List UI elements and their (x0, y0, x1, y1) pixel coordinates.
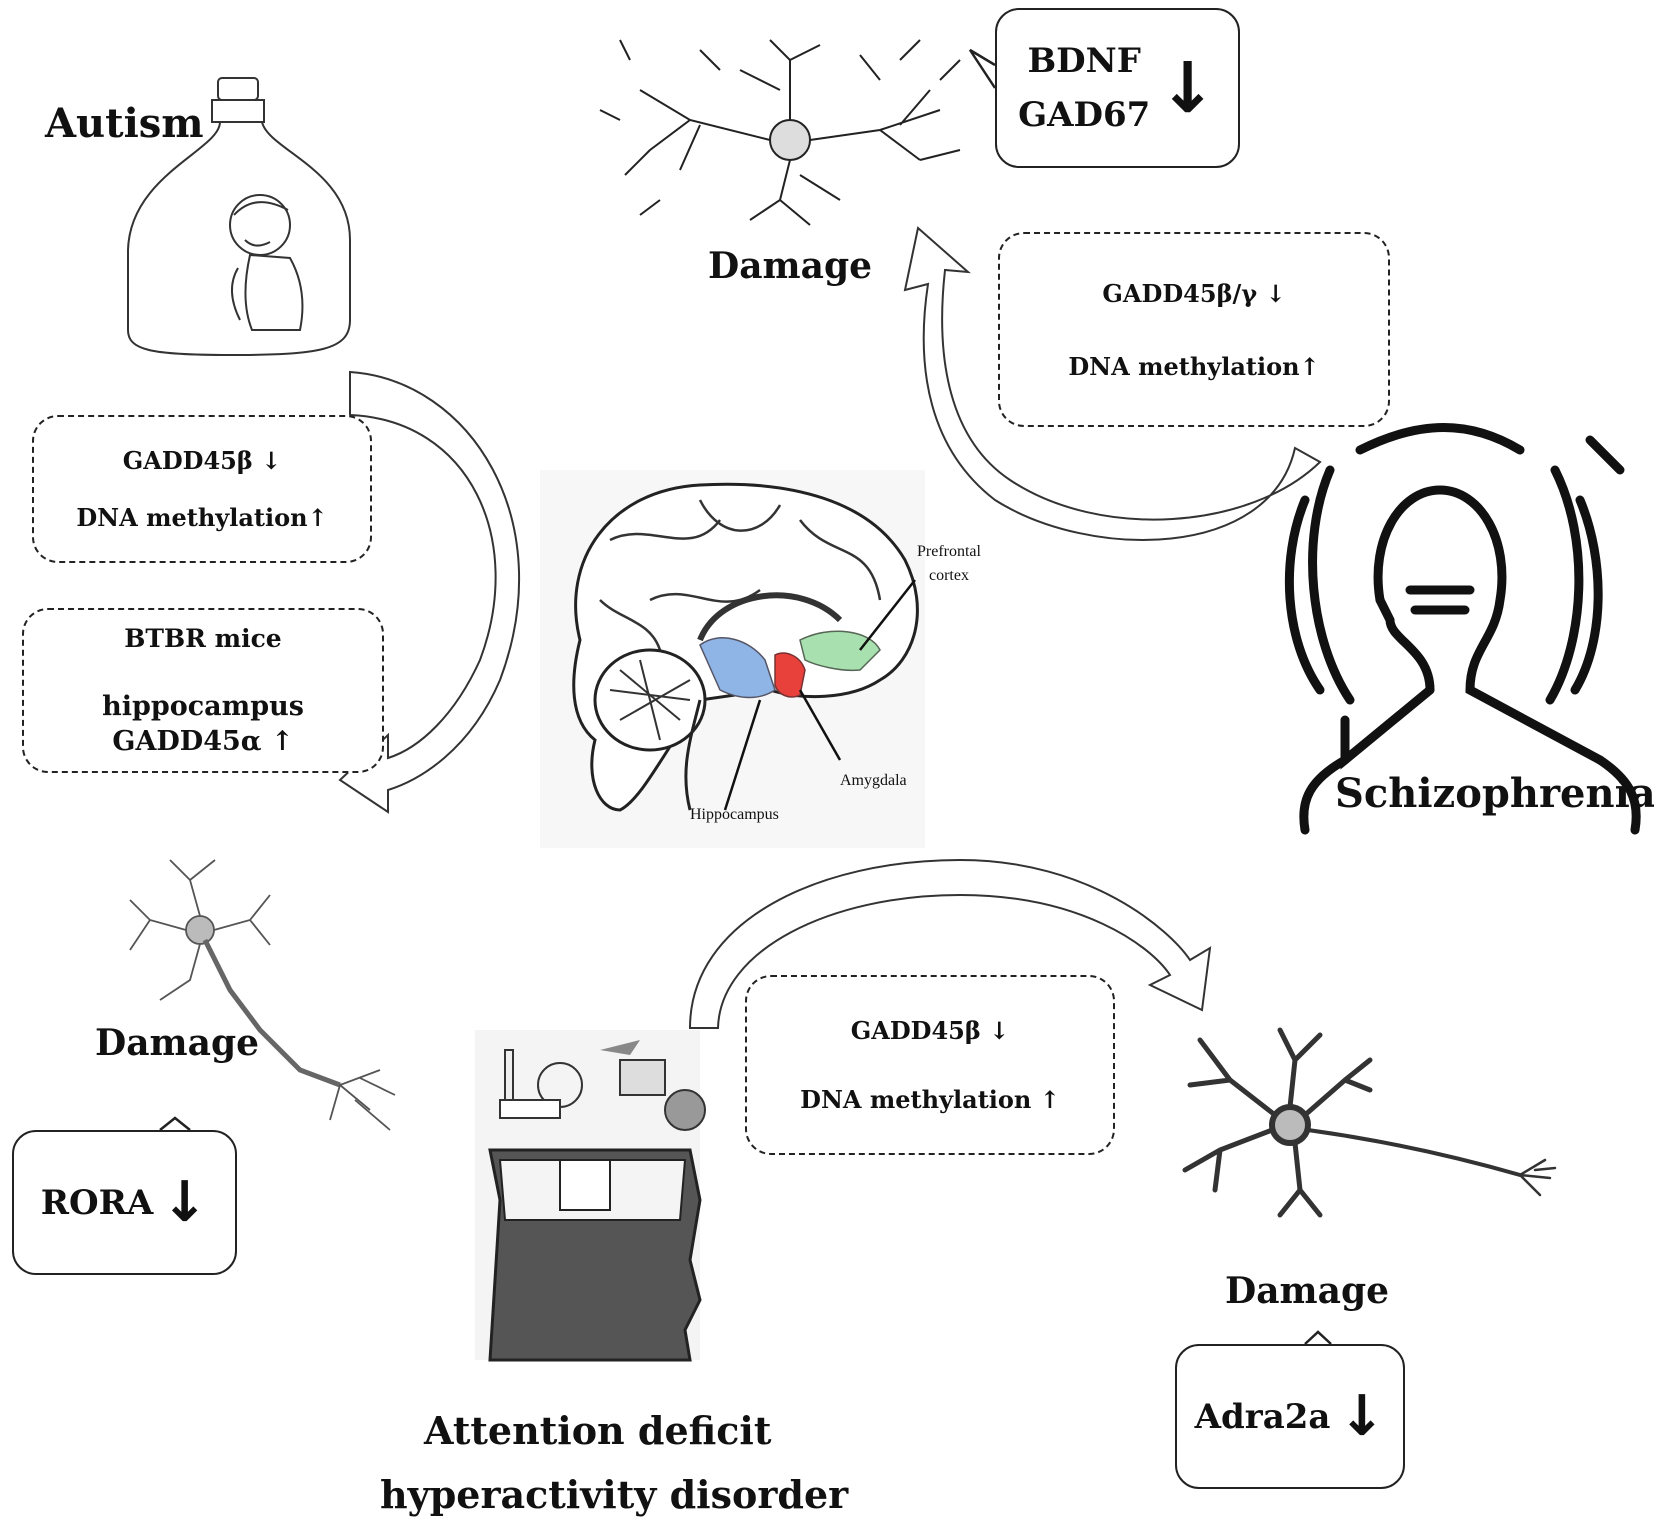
adhd-methylation-label: DNA methylation ↑ (800, 1085, 1060, 1114)
callout-tail-adra2a (1304, 1330, 1332, 1345)
autism-methylation-label: DNA methylation↑ (76, 503, 328, 532)
callout-tail-top (968, 48, 997, 89)
adhd-gadd45b-label: GADD45β ↓ (850, 1016, 1010, 1045)
btbr-mice-label: BTBR mice (124, 624, 282, 653)
prefrontal-region (799, 630, 881, 672)
neuron-icon (599, 39, 961, 226)
callout-tail-rora (159, 1116, 191, 1131)
curved-arrow-adhd (688, 858, 1212, 1029)
neuron-icon-adhd (1182, 1027, 1557, 1218)
bdnf-gad67-callout: BDNF GAD67 ↓ (995, 8, 1240, 168)
prefrontal-label-line2: cortex (929, 567, 969, 584)
gadd45a-label: GADD45α ↑ (112, 726, 294, 757)
down-arrow-icon: ↓ (1338, 1383, 1386, 1449)
prefrontal-cortex-label: Prefrontal cortex (917, 540, 981, 588)
schizophrenia-methylation-label: DNA methylation↑ (1068, 351, 1320, 381)
rora-callout: RORA ↓ (12, 1130, 237, 1275)
adhd-title-line1: Attention deficit (424, 1408, 772, 1453)
neuron-icon-autism (129, 859, 396, 1131)
adhd-title-line2: hyperactivity disorder (380, 1472, 849, 1517)
gadd45bg-label: GADD45β/γ ↓ (1102, 278, 1286, 308)
adhd-mechanism-box: GADD45β ↓ DNA methylation ↑ (745, 975, 1115, 1155)
hippocampus-label: hippocampus (102, 691, 304, 722)
bdnf-gene-label: BDNF (1027, 40, 1141, 81)
brain-icon (540, 470, 925, 848)
hippocampus-region (699, 637, 776, 699)
curved-arrow-autism (338, 370, 521, 814)
autism-title: Autism (45, 100, 204, 147)
head-profile-icon (475, 1030, 706, 1362)
schizophrenia-mechanism-box: GADD45β/γ ↓ DNA methylation↑ (998, 232, 1390, 427)
curved-arrow-schizophrenia (903, 226, 1322, 541)
schizophrenia-damage-label: Damage (708, 245, 873, 287)
bottle-child-icon (127, 77, 351, 357)
adra2a-callout: Adra2a ↓ (1175, 1344, 1405, 1489)
face-profile-icon (1284, 423, 1641, 835)
down-arrow-icon: ↓ (161, 1169, 209, 1235)
schizophrenia-title: Schizophrenia (1335, 770, 1654, 817)
adhd-damage-label: Damage (1225, 1270, 1390, 1312)
amygdala-label: Amygdala (840, 772, 907, 789)
adra2a-gene-label: Adra2a (1194, 1396, 1331, 1437)
autism-damage-label: Damage (95, 1022, 260, 1064)
amygdala-region (774, 652, 806, 698)
rora-gene-label: RORA (40, 1182, 154, 1223)
autism-mechanism-box: GADD45β ↓ DNA methylation↑ (32, 415, 372, 563)
autism-gadd45b-label: GADD45β ↓ (122, 446, 282, 475)
prefrontal-label-line1: Prefrontal (917, 543, 981, 560)
hippocampus-brain-label: Hippocampus (690, 806, 779, 823)
gad67-gene-label: GAD67 (1018, 95, 1151, 135)
autism-btbr-box: BTBR mice hippocampus GADD45α ↑ (22, 608, 384, 773)
down-arrow-icon: ↓ (1158, 47, 1217, 129)
